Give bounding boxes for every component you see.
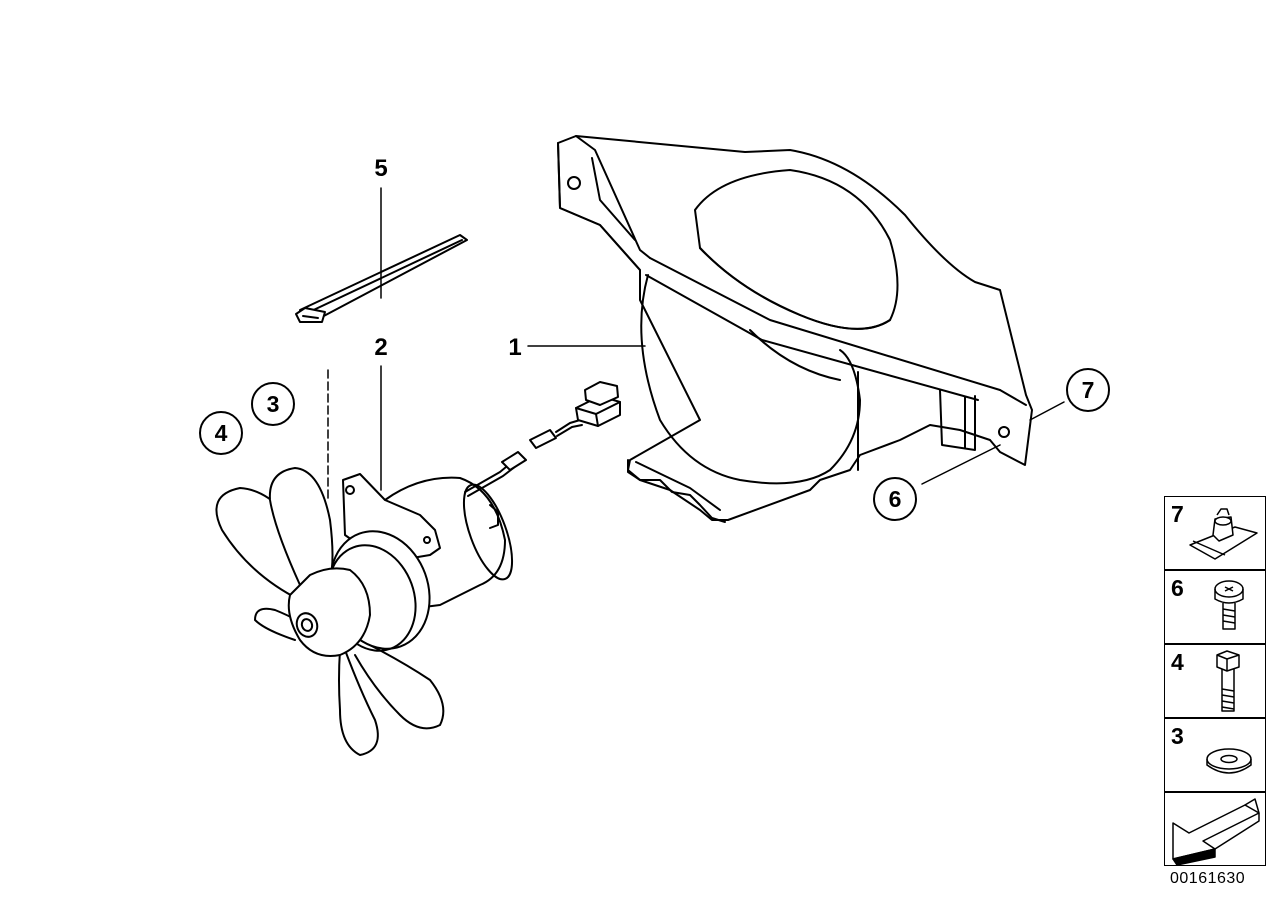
legend-number: 4 <box>1171 649 1184 675</box>
legend-number: 6 <box>1171 575 1184 601</box>
legend-item-4: 4 <box>1164 644 1266 718</box>
callout-6: 6 <box>873 477 917 521</box>
fan-shroud <box>557 135 1033 523</box>
cable-tie <box>295 234 468 323</box>
pan-head-screw-icon <box>1214 580 1244 630</box>
callout-2: 2 <box>374 334 388 361</box>
callout-1: 1 <box>508 334 522 361</box>
direction-arrow-icon <box>1172 798 1260 866</box>
legend-item-7: 7 <box>1164 496 1266 570</box>
speed-nut-clip-icon <box>1189 508 1258 560</box>
legend-item-arrow <box>1164 792 1266 866</box>
legend-item-6: 6 <box>1164 570 1266 644</box>
washer-icon <box>1206 748 1252 774</box>
callout-7: 7 <box>1066 368 1110 412</box>
legend-number: 7 <box>1171 501 1184 527</box>
legend-number: 3 <box>1171 723 1184 749</box>
wire-connector <box>464 381 621 497</box>
callout-4: 4 <box>199 411 243 455</box>
callout-3: 3 <box>251 382 295 426</box>
document-id: 00161630 <box>1170 870 1246 887</box>
callout-5: 5 <box>374 155 388 182</box>
fan-motor <box>215 467 514 756</box>
hex-bolt-icon <box>1216 650 1240 712</box>
legend-item-3: 3 <box>1164 718 1266 792</box>
leader-lines <box>327 187 1065 501</box>
